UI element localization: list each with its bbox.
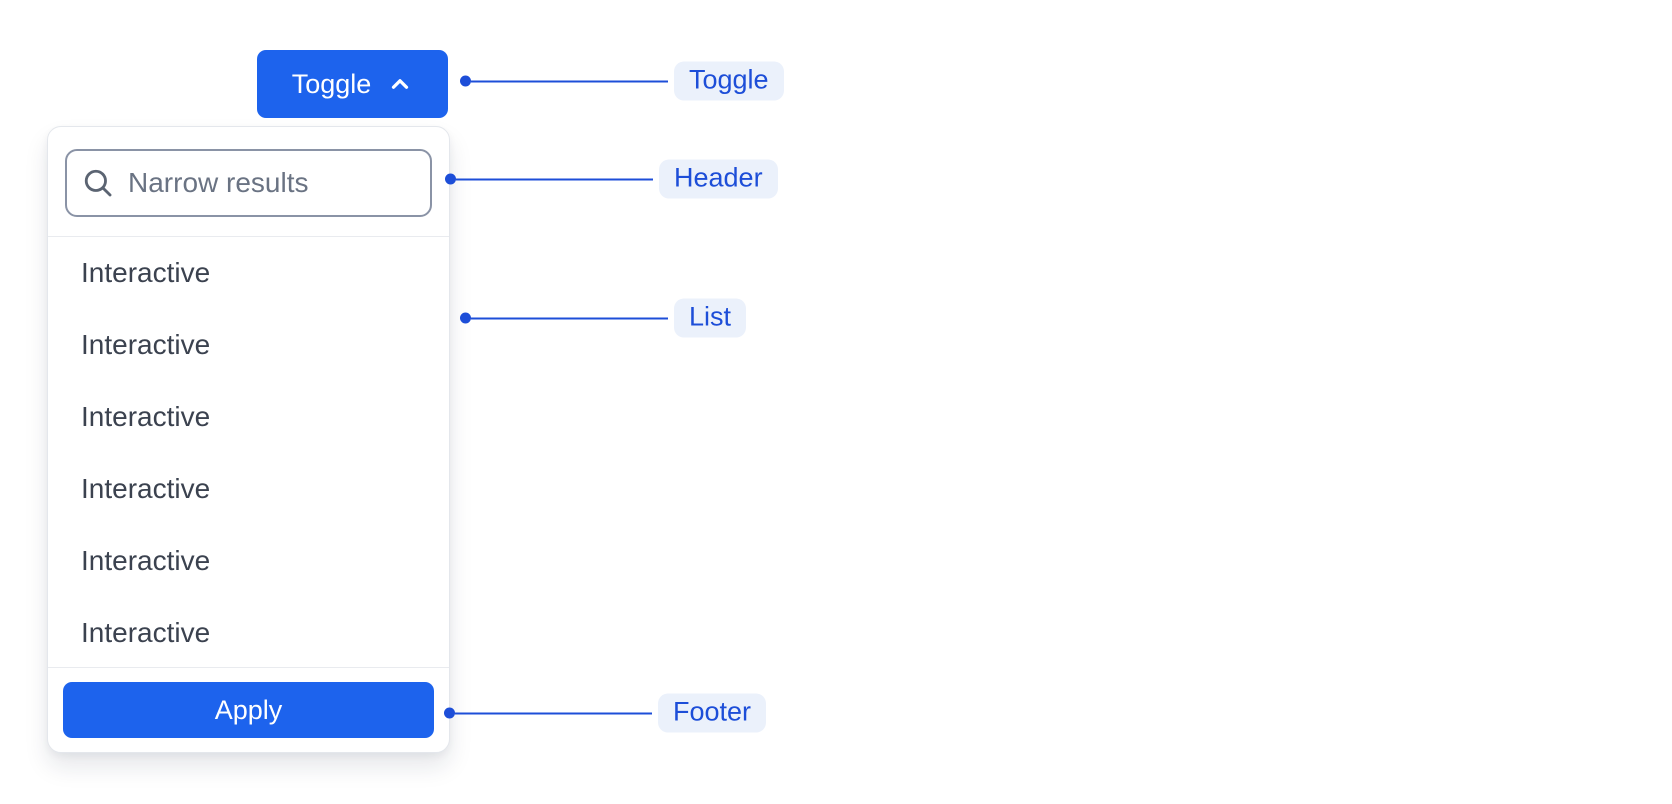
list-item[interactable]: Interactive (81, 545, 211, 576)
connector-dot (460, 75, 471, 87)
connector-line (455, 712, 652, 714)
apply-button[interactable]: Apply (63, 682, 434, 738)
search-input[interactable] (128, 167, 414, 199)
connector-line (471, 317, 668, 319)
list-item[interactable]: Interactive (81, 617, 211, 648)
dropdown-panel: Interactive Interactive Interactive Inte… (47, 126, 450, 753)
annotation-toggle: Toggle (460, 61, 784, 101)
connector-line (456, 178, 653, 180)
list-item[interactable]: Interactive (81, 473, 211, 504)
annotation-label-footer: Footer (658, 693, 767, 733)
annotation-label-header: Header (659, 159, 778, 199)
annotation-label-list: List (674, 298, 747, 338)
search-icon (84, 169, 112, 197)
list-item[interactable]: Interactive (81, 401, 211, 432)
annotation-header: Header (445, 159, 778, 199)
dropdown-footer: Apply (48, 667, 449, 752)
toggle-button[interactable]: Toggle (257, 50, 448, 118)
connector-line (471, 80, 668, 82)
toggle-button-label: Toggle (291, 68, 372, 99)
chevron-up-icon (392, 79, 409, 89)
annotation-list: List (460, 298, 747, 338)
annotation-label-toggle: Toggle (674, 61, 784, 101)
dropdown-header (48, 127, 449, 237)
search-box[interactable] (65, 149, 432, 217)
connector-dot (460, 312, 471, 324)
list-item[interactable]: Interactive (81, 329, 211, 360)
annotation-footer: Footer (444, 693, 767, 733)
dropdown-list: Interactive Interactive Interactive Inte… (48, 237, 449, 667)
list-item[interactable]: Interactive (81, 257, 211, 288)
